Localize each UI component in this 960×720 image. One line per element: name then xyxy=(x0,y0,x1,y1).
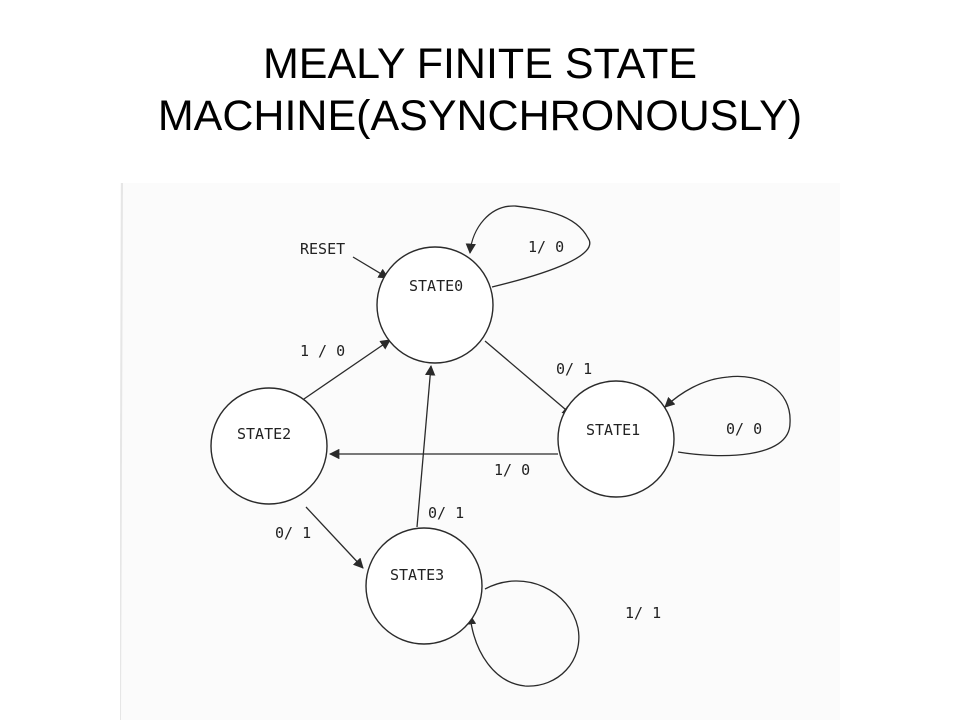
state3-label: STATE3 xyxy=(390,566,444,584)
state-diagram: STATE0 STATE1 STATE2 STATE3 RESET 1/ 0 0… xyxy=(120,183,791,720)
state0-node: STATE0 xyxy=(376,246,494,364)
state0-self-loop xyxy=(465,205,591,288)
title-line-2: MACHINE(ASYNCHRONOUSLY) xyxy=(157,92,803,140)
state1-self-loop-label: 0/ 0 xyxy=(726,420,762,438)
state2-to-state3-arrow xyxy=(305,506,364,569)
scan-edge-left xyxy=(120,183,123,720)
state0-label: STATE0 xyxy=(409,277,463,295)
state1-label: STATE1 xyxy=(586,421,640,439)
state0-to-state1-arrow xyxy=(484,340,573,416)
state1-node: STATE1 xyxy=(557,380,675,498)
slide-title: MEALY FINITE STATE MACHINE(ASYNCHRONOUSL… xyxy=(0,38,960,142)
state2-to-state3-label: 0/ 1 xyxy=(275,524,311,542)
state3-node: STATE3 xyxy=(365,527,483,645)
state2-to-state0-label: 1 / 0 xyxy=(300,342,345,360)
state3-circle xyxy=(365,527,483,645)
state3-self-loop-label: 1/ 1 xyxy=(625,604,661,622)
title-line-1: MEALY FINITE STATE xyxy=(262,40,698,88)
state1-to-state2-label: 1/ 0 xyxy=(494,461,530,479)
state0-circle xyxy=(376,246,494,364)
state1-circle xyxy=(557,380,675,498)
state3-self-loop xyxy=(465,580,580,687)
state2-label: STATE2 xyxy=(237,425,291,443)
state2-to-state0-arrow xyxy=(300,339,391,402)
state2-node: STATE2 xyxy=(210,387,328,505)
state2-circle xyxy=(210,387,328,505)
reset-arrow xyxy=(352,256,389,279)
state0-self-loop-label: 1/ 0 xyxy=(528,238,564,256)
state-diagram-scan: STATE0 STATE1 STATE2 STATE3 RESET 1/ 0 0… xyxy=(120,183,840,720)
state0-to-state1-label: 0/ 1 xyxy=(556,360,592,378)
state3-to-state0-label: 0/ 1 xyxy=(428,504,464,522)
state3-to-state0-arrow xyxy=(416,364,436,528)
state1-self-loop xyxy=(664,375,791,457)
reset-label: RESET xyxy=(300,240,345,258)
